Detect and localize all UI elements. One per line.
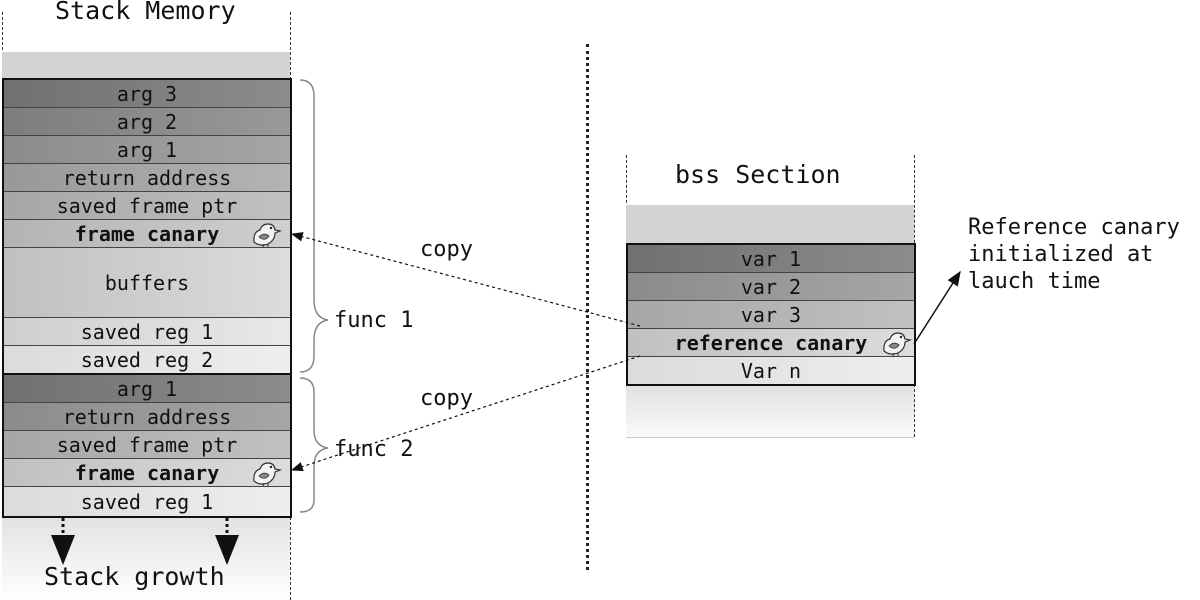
func2-brace — [299, 377, 329, 513]
bss-row: var 1 — [628, 245, 914, 273]
func2-row: return address — [4, 403, 290, 431]
func1-row-label: saved reg 2 — [80, 348, 214, 372]
func2-row: arg 1 — [4, 375, 290, 403]
func1-row-label: arg 3 — [116, 81, 178, 106]
func1-row: arg 3 — [4, 80, 290, 108]
bss-row: Var n — [628, 357, 914, 384]
bss-row-label: reference canary — [674, 330, 868, 355]
note-line-2: initialized at — [968, 242, 1154, 267]
copy-arrow-bottom — [290, 355, 641, 472]
canary-bird-icon — [250, 220, 283, 248]
func1-row-label: arg 1 — [116, 137, 178, 162]
func2-frame: arg 1 return address saved frame ptr frame … — [2, 373, 292, 518]
note-arrow — [913, 270, 961, 345]
note-line-1: Reference canary — [968, 215, 1180, 240]
section-divider — [586, 44, 589, 570]
copy-label-bottom: copy — [420, 386, 473, 411]
func2-row: frame canary — [4, 459, 290, 487]
bss-row: var 2 — [628, 273, 914, 301]
stack-bottom-region — [2, 517, 290, 600]
bss-row: reference canary — [628, 329, 914, 357]
func1-frame: arg 3 arg 2 arg 1 return address saved frame… — [2, 78, 292, 376]
func1-row-label: arg 2 — [116, 109, 178, 134]
func1-row-label: return address — [62, 165, 232, 190]
stack-top-region — [2, 52, 290, 78]
stack-memory-title: Stack Memory — [55, 0, 236, 25]
func1-row-label: saved reg 1 — [80, 319, 214, 344]
bss-section-title: bss Section — [675, 160, 841, 189]
func1-row: return address — [4, 164, 290, 192]
canary-bird-icon — [250, 459, 283, 487]
func1-row: arg 1 — [4, 136, 290, 164]
func1-label: func 1 — [334, 308, 414, 333]
func2-row-label: saved frame ptr — [56, 432, 238, 457]
func2-row-label: saved reg 1 — [80, 489, 214, 514]
bss-row-label: var 3 — [740, 302, 802, 327]
func1-row: arg 2 — [4, 108, 290, 136]
func2-row-label: arg 1 — [116, 376, 178, 401]
func2-row: saved reg 1 — [4, 487, 290, 516]
func2-row-label: frame canary — [74, 460, 220, 485]
canary-bird-icon — [880, 329, 913, 357]
note-line-3: lauch time — [968, 269, 1101, 294]
func1-row: saved reg 1 — [4, 318, 290, 346]
bss-bottom-region — [626, 385, 914, 438]
func1-brace — [299, 79, 329, 373]
bss-row: var 3 — [628, 301, 914, 329]
func1-row: frame canary — [4, 220, 290, 248]
reference-canary-note: Reference canary initialized at lauch ti… — [968, 214, 1180, 295]
copy-arrow-top — [290, 232, 641, 327]
bss-row-label: var 1 — [740, 246, 802, 271]
func1-row: buffers — [4, 248, 290, 318]
func2-row: saved frame ptr — [4, 431, 290, 459]
bss-top-region — [626, 205, 914, 243]
func2-row-label: return address — [62, 404, 232, 429]
func1-row: saved frame ptr — [4, 192, 290, 220]
stack-growth-label: Stack growth — [44, 562, 225, 591]
bss-row-label: var 2 — [740, 274, 802, 299]
func1-row: saved reg 2 — [4, 346, 290, 374]
copy-label-top: copy — [420, 237, 473, 262]
bss-row-label: Var n — [740, 358, 802, 383]
func2-label: func 2 — [334, 437, 414, 462]
func1-row-label: saved frame ptr — [56, 193, 238, 218]
func1-row-label: frame canary — [74, 221, 220, 246]
func1-row-label: buffers — [104, 270, 190, 295]
